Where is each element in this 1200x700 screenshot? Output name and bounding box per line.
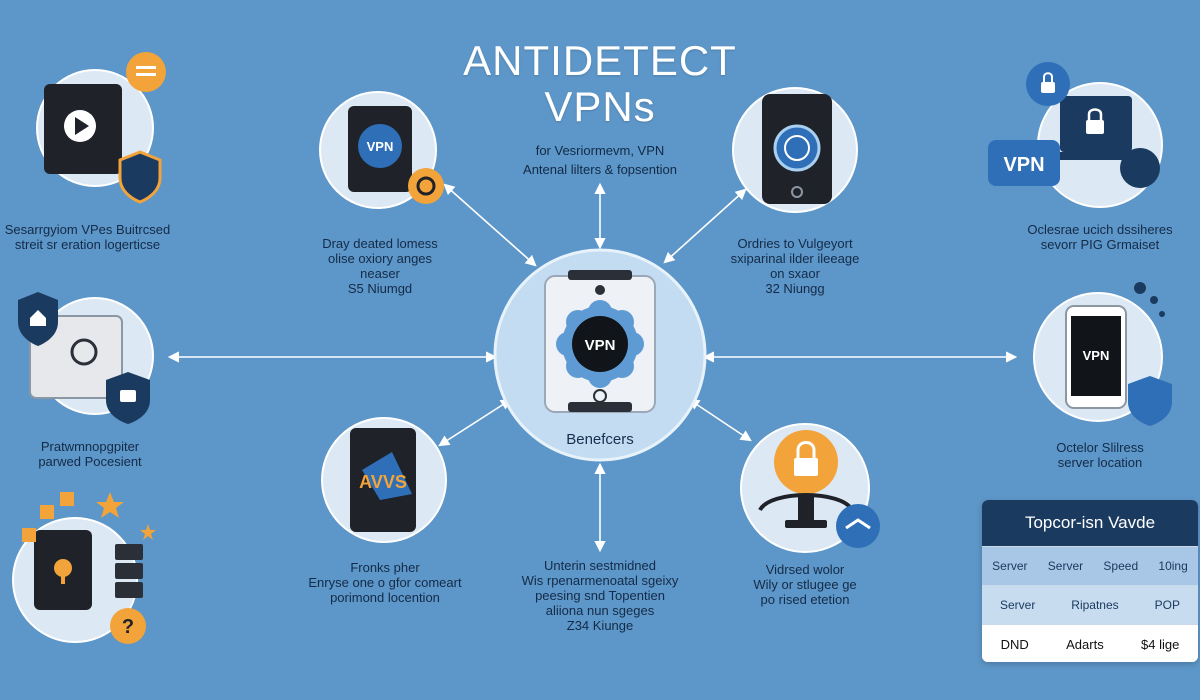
table-title: Topcor-isn Vavde (982, 500, 1198, 546)
node-top-left (36, 52, 166, 204)
node-top-center-left: VPN (319, 91, 444, 209)
question-icon: ? (110, 608, 146, 644)
chat-bubble-icon (126, 52, 166, 92)
top-right-line-2: sevorr PIG Grmaiset (1040, 237, 1160, 252)
table-cell: Speed (1103, 559, 1139, 573)
bottom-center-line-1: Unterin sestmidned (544, 558, 656, 573)
node-left-mid (18, 292, 154, 424)
play-icon (64, 110, 96, 142)
left-mid-label: Pratwmnopgpiter parwed Pocesient (10, 439, 170, 469)
top-right-line-1: Oclesrae ucich dssiheres (1027, 222, 1173, 237)
node-right-mid: VPN (1033, 282, 1172, 426)
top-left-label: Sesarrgyiom VPes Buitrcsed streit sr era… (0, 222, 175, 252)
table-cell: Adarts (1066, 636, 1104, 652)
center-hub: VPN (493, 248, 707, 462)
dot-decoration (1134, 282, 1165, 317)
table-cell: $4 lige (1141, 636, 1180, 652)
right-mid-line-1: Octelor Slilress (1056, 440, 1144, 455)
top-center-right-line-4: 32 Niungg (765, 281, 825, 296)
top-right-label: Oclesrae ucich dssiheres sevorr PIG Grma… (1005, 222, 1195, 252)
top-center-right-line-3: on sxaor (770, 266, 820, 281)
map-pin-icon (54, 559, 72, 584)
table-cell: Server (999, 598, 1036, 612)
bottom-center-line-3: peesing snd Topentien (535, 588, 665, 603)
vpn-bubble-label: VPN (1003, 154, 1044, 176)
right-mid-line-2: server location (1057, 455, 1143, 470)
star-icon-small (140, 524, 156, 540)
bottom-center-line-2: Wis rpenarmenoatal sgeixy (521, 573, 679, 588)
top-center-left-line-3: neaser (360, 266, 400, 281)
handshake-icon (836, 504, 880, 548)
bottom-center-left-line-3: porimond locention (330, 590, 440, 605)
table-row: Server Server Speed 10ing (982, 546, 1198, 585)
bottom-center-left-line-1: Fronks pher (350, 560, 420, 575)
bottom-center-right-line-3: po rised etetion (760, 592, 850, 607)
svg-text:?: ? (122, 616, 134, 638)
node-bottom-left: ? (12, 492, 156, 644)
top-center-right-label: Ordries to Vulgeyort sxiparinal ilder il… (715, 236, 875, 296)
bottom-center-right-label: Vidrsed wolor Wily or stlugee ge po rise… (725, 562, 885, 607)
center-caption: Benefcers (566, 431, 634, 448)
fingerprint-icon (773, 124, 821, 172)
vpn-bubble-icon: VPN (988, 140, 1060, 186)
bottom-center-line-5: Z34 Kiunge (566, 618, 634, 633)
title-line-2: VPNs (544, 83, 656, 130)
top-left-line-2: streit sr eration logerticse (14, 237, 161, 252)
top-center-left-label: Dray deated lomess olise oxiory anges ne… (300, 236, 460, 296)
top-center-right-line-2: sxiparinal ilder ileeage (730, 251, 860, 266)
bottom-center-left-line-2: Enryse one o gfor comeart (308, 575, 462, 590)
vpn-icon-label: VPN (367, 139, 394, 154)
node-top-right: VPN (988, 62, 1163, 208)
arrow-lower-left (438, 398, 512, 447)
lock-dial-icon (70, 338, 98, 366)
lock-bubble-icon (1026, 62, 1070, 106)
center-flower-icon (556, 300, 644, 388)
top-center-left-line-2: olise oxiory anges (327, 251, 433, 266)
subtitle-line-2: Antenal lilters & fopsention (523, 162, 677, 177)
center-vpn-label: VPN (585, 337, 616, 354)
comparison-table: Topcor-isn Vavde Server Server Speed 10i… (982, 500, 1198, 662)
top-center-left-line-1: Dray deated lomess (322, 236, 438, 251)
padlock-icon (774, 430, 838, 494)
table-row: Server Ripatnes POP (982, 585, 1198, 624)
left-mid-line-2: parwed Pocesient (38, 454, 142, 469)
top-center-left-line-4: S5 Niumgd (347, 281, 413, 296)
globe-shield-icon (1120, 148, 1160, 188)
table-cell: 10ing (1158, 559, 1188, 573)
bottom-center-line-4: aliiona nun sgeges (545, 603, 655, 618)
left-mid-line-1: Pratwmnopgpiter (40, 439, 140, 454)
arrow-upper-left (443, 183, 537, 267)
table-row: DND Adarts $4 lige (982, 624, 1198, 662)
connector-arrows (167, 182, 1018, 553)
table-cell: Ripatnes (1071, 598, 1119, 612)
bottom-center-right-line-2: Wily or stlugee ge (753, 577, 857, 592)
table-cell: DND (1000, 636, 1029, 652)
arrow-lower-right (688, 398, 752, 442)
table-cell: Server (992, 559, 1028, 573)
star-icon (96, 492, 124, 518)
title-line-1: ANTIDETECT (463, 37, 737, 84)
table-cell: POP (1154, 598, 1180, 612)
node-top-center-right (732, 87, 858, 213)
node-bottom-center-right (740, 423, 880, 553)
node-bottom-center-left: AVVS (321, 417, 447, 543)
puzzle-pieces-icon (22, 492, 74, 542)
bottom-center-right-line-1: Vidrsed wolor (765, 562, 845, 577)
table-cell: Server (1047, 559, 1084, 573)
bottom-center-label: Unterin sestmidned Wis rpenarmenoatal sg… (510, 558, 690, 633)
subtitle-line-1: for Vesriormevm, VPN (535, 143, 665, 158)
top-center-right-line-1: Ordries to Vulgeyort (737, 236, 853, 251)
bottom-center-left-label: Fronks pher Enryse one o gfor comeart po… (300, 560, 470, 605)
avvs-icon-label: AVVS (359, 472, 407, 492)
top-left-line-1: Sesarrgyiom VPes Buitrcsed (4, 222, 171, 237)
shield-icon (118, 150, 162, 204)
lock-icon (1086, 108, 1104, 134)
arrow-upper-right (663, 188, 747, 264)
right-mid-label: Octelor Slilress server location (1015, 440, 1185, 470)
page-title: ANTIDETECT VPNs (420, 38, 780, 130)
arrow-shield-icon (1128, 376, 1172, 426)
phone-vpn-label: VPN (1083, 348, 1110, 363)
gear-icon (408, 168, 444, 204)
